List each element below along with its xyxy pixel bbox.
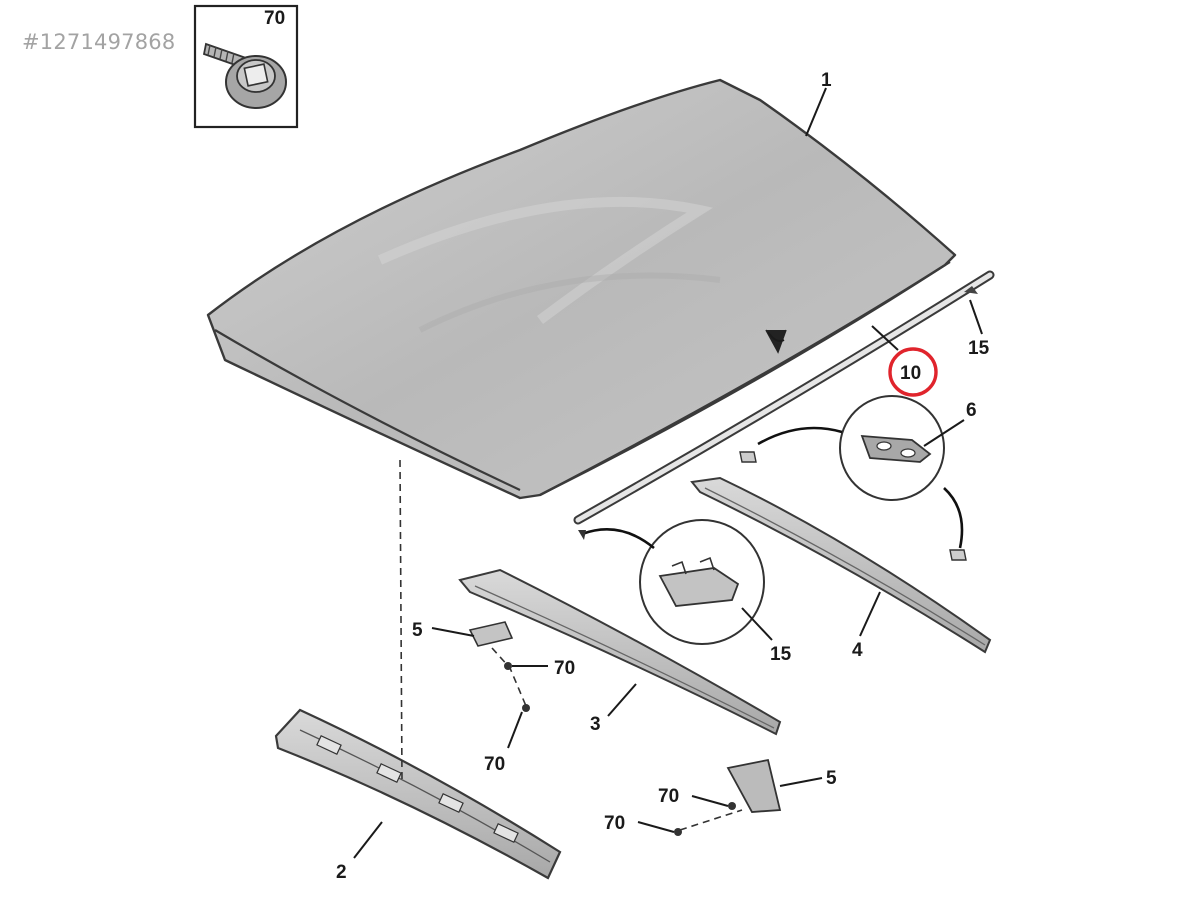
clip-top-icon <box>964 286 978 294</box>
leader-clip-top <box>969 299 983 335</box>
leader-front-crossmember <box>859 591 881 637</box>
bolt-b-icon <box>504 662 512 670</box>
leader-clip-detail <box>741 607 773 641</box>
bolt-c-icon <box>522 704 530 712</box>
rear-header <box>274 708 562 880</box>
callout-roof-panel: 1 <box>821 70 832 91</box>
callout-roof-moulding: 10 <box>900 363 921 384</box>
callout-bolt-c: 70 <box>484 754 505 775</box>
leader-bolt-d <box>691 795 729 807</box>
alignment-line-center <box>399 459 403 781</box>
callout-clip-top: 15 <box>968 338 990 359</box>
bolt-icon <box>202 42 287 109</box>
leader-bracket-left <box>431 627 475 637</box>
leader-bolt-a <box>637 821 675 833</box>
leader-roof-moulding <box>871 325 899 351</box>
callout-clip-detail: 15 <box>770 644 792 665</box>
alignment-line-bracket-left <box>491 647 527 707</box>
watermark: #1271497868 <box>22 30 176 54</box>
roof-panel <box>206 78 957 500</box>
leader-roof-panel <box>805 87 827 137</box>
leader-pad <box>923 419 965 447</box>
front-crossmember <box>690 451 992 654</box>
callout-bolt-b: 70 <box>554 658 575 679</box>
alignment-line-bracket-right <box>679 809 743 831</box>
bolt-detail-label: 70 <box>264 8 285 29</box>
callout-bracket-left: 5 <box>412 620 423 641</box>
callout-bolt-a: 70 <box>604 813 625 834</box>
leader-middle-crossmember <box>607 683 637 717</box>
callout-middle-crossmember: 3 <box>590 714 601 735</box>
clip-detail <box>578 519 765 645</box>
highlight-circle <box>888 347 938 397</box>
roof-moulding <box>573 270 995 525</box>
leader-bracket-right <box>779 777 823 787</box>
callout-bolt-d: 70 <box>658 786 679 807</box>
leader-bolt-c <box>507 711 523 749</box>
callout-pad: 6 <box>966 400 977 421</box>
bolt-a-icon <box>674 828 682 836</box>
leader-rear-header <box>353 821 383 859</box>
bolt-d-icon <box>728 802 736 810</box>
callout-bracket-right: 5 <box>826 768 837 789</box>
pad-detail <box>757 395 964 549</box>
middle-crossmember <box>458 568 782 813</box>
bolt-detail-box: 70 <box>193 4 299 129</box>
callout-rear-header: 2 <box>336 862 347 883</box>
callout-front-crossmember: 4 <box>852 640 863 661</box>
